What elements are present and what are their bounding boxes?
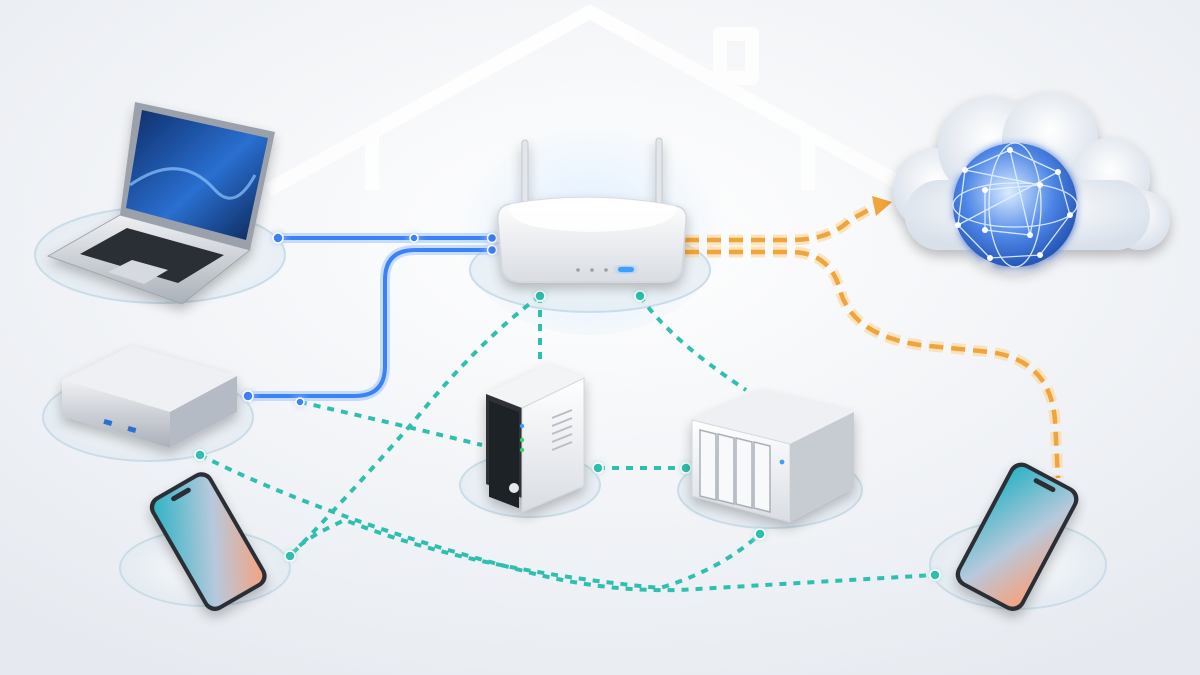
globe-network-lines [952,142,1078,268]
minipc-side [170,376,237,448]
nas-side [790,412,854,522]
server-vent [551,409,573,451]
router-top-face [509,197,677,232]
minipc-top [62,346,237,412]
connection-dots [194,232,941,581]
dot-nas-bottom [754,528,766,540]
server-led-green-2 [519,447,525,453]
dot-router-wired-3 [486,244,498,256]
nas-bay-1 [699,429,717,501]
links [199,196,1064,593]
link-router-phone-right [685,249,1061,479]
router-led-3 [604,268,608,272]
dot-router-wired-2 [486,232,498,244]
dot-minipc-lower [194,449,206,461]
wifi-router-icon [497,137,688,283]
dot-laptop [272,232,284,244]
laptop-trackpad [108,260,168,284]
link-router-phone-left [288,294,542,558]
dot-router-wireless-left [534,290,546,302]
link-phone-left-nas [288,517,762,591]
phone-right-screen [960,466,1075,607]
server-power-button [509,483,519,493]
smartphone-icon [149,472,267,611]
tower-server-icon [486,364,585,513]
link-minipc-router [246,248,494,398]
laptop-keyboard [80,228,224,283]
router-status-led [618,267,634,272]
nas-top [692,390,854,444]
laptop-screen-wave [129,167,257,200]
router-led-2 [590,268,594,272]
nas-bay-3 [735,437,753,509]
dot-nas-left [680,462,692,474]
dot-phone-left [284,550,296,562]
dot-server [592,462,604,474]
link-minipc-server [299,400,483,447]
globe-nodes [955,147,1073,261]
router-led-1 [576,268,580,272]
link-router-nas [638,294,748,392]
cloud-globe-icon [893,92,1170,268]
nas-drive-bays [699,429,771,513]
link-router-cloud-arrowhead [872,196,892,216]
minipc-usb-port-2 [127,425,137,433]
minipc-usb-port-1 [103,418,113,426]
router-antenna-left [521,139,529,207]
nas-bay-2 [717,433,735,505]
nas-bay-4 [753,441,771,513]
nas-storage-icon [691,390,854,523]
server-front-panel [489,400,519,509]
server-top [486,364,584,408]
laptop-icon [46,102,275,305]
dot-minipc [242,390,254,402]
mini-pc-icon [62,346,237,448]
dot-router-wired-1 [409,233,419,243]
wireless-links [199,294,936,593]
globe-icon [952,142,1078,268]
dot-router-wireless-right [634,290,646,302]
dot-phone-right [929,569,941,581]
link-router-cloud [685,204,878,243]
smartphone-icon [955,462,1079,611]
phone-left-notch [171,487,191,502]
link-minipc-phone-right [199,453,936,593]
nas-status-led [779,459,785,465]
server-led-blue [519,423,525,429]
router-antenna-right [655,137,663,205]
house-outline-icon [264,5,916,197]
globe-sphere [953,143,1077,267]
server-led-green-1 [519,437,525,443]
minipc-front [62,380,170,448]
phone-left-screen [154,476,263,607]
phone-right-notch [1033,478,1056,493]
dot-minipc-wireless [295,397,305,407]
